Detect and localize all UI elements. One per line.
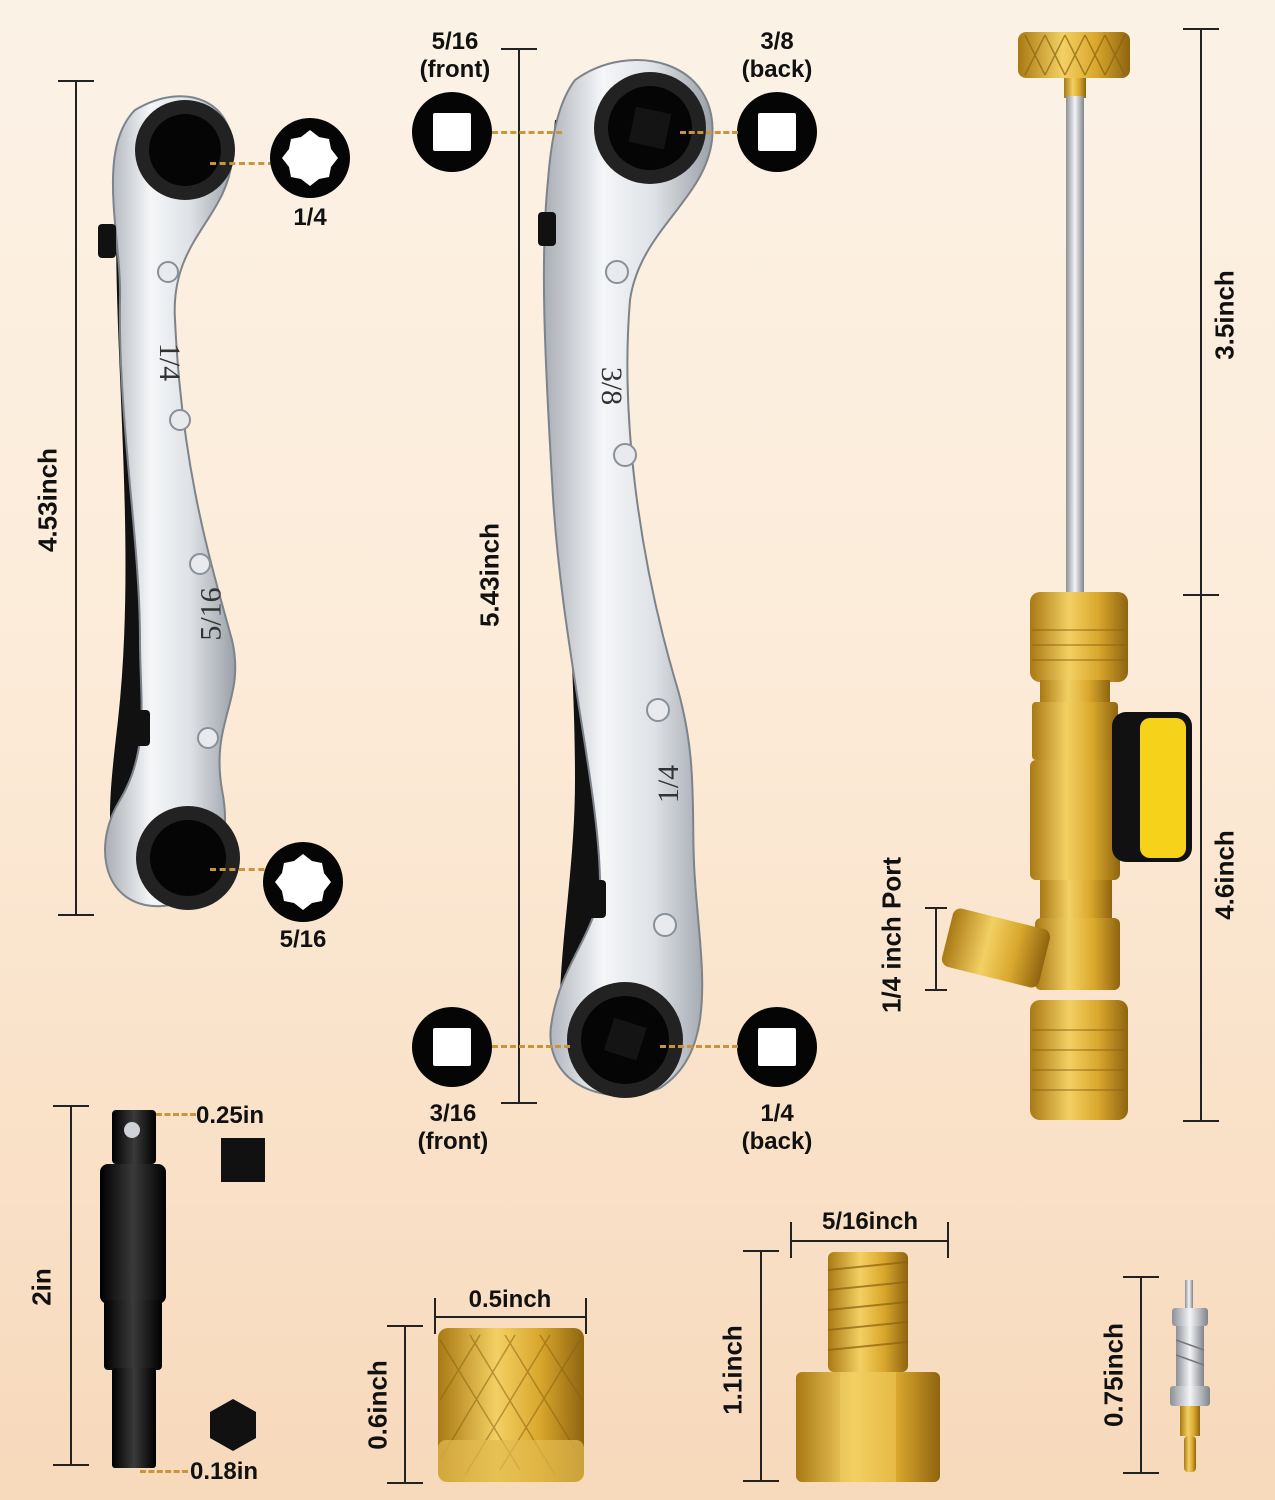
fitting-width-line xyxy=(790,1240,948,1242)
wrench-2-bottom-left-socket-icon xyxy=(412,1007,492,1087)
wrench-2-top-left-socket-icon xyxy=(412,92,492,172)
hex-drive-icon xyxy=(210,1399,256,1451)
wrench-2-top-left-label: 5/16(front) xyxy=(419,28,491,83)
nut-height-line xyxy=(404,1325,406,1483)
fitting-width-cap-left xyxy=(790,1222,792,1258)
rod-length-cap-top xyxy=(1183,28,1219,30)
adapter-length-line xyxy=(70,1105,72,1465)
nut-width-cap-left xyxy=(434,1298,436,1334)
rod-length-line xyxy=(1200,28,1202,594)
wrench-2-bottom-left-leader xyxy=(492,1045,570,1048)
wrench-2-top-right-label: 3/8(back) xyxy=(741,28,813,83)
square-drive-icon xyxy=(221,1138,265,1182)
wrench-2-length-cap-top xyxy=(501,48,537,50)
adapter-square-leader xyxy=(156,1113,196,1116)
fitting-width-cap-right xyxy=(947,1222,949,1258)
adapter-hex-label: 0.18in xyxy=(190,1458,259,1485)
wrench-1-length-cap-top xyxy=(58,80,94,82)
nut-height-cap-top xyxy=(387,1325,423,1327)
wrench-1-bottom-size: 5/16 xyxy=(279,926,327,953)
adapter-length-cap-top xyxy=(53,1105,89,1107)
wrench-1-top-size: 1/4 xyxy=(293,204,327,231)
wrench-1-bottom-leader xyxy=(210,868,274,871)
nut-width-line xyxy=(434,1316,586,1318)
body-length-cap-bottom xyxy=(1183,1120,1219,1122)
wrench-2-length-cap-bottom xyxy=(501,1102,537,1104)
wrench-2-top-right-leader xyxy=(680,131,738,134)
fitting-height-cap-bottom xyxy=(743,1480,779,1482)
wrench-1-top-leader xyxy=(210,162,274,165)
fitting-height-cap-top xyxy=(743,1250,779,1252)
core-height-cap-top xyxy=(1123,1276,1159,1278)
nut-width-label: 0.5inch xyxy=(468,1286,552,1313)
core-height-cap-bottom xyxy=(1123,1472,1159,1474)
body-length-line xyxy=(1200,594,1202,1120)
adapter-square-label: 0.25in xyxy=(196,1102,265,1129)
wrench-2-bottom-left-label: 3/16(front) xyxy=(417,1100,489,1155)
adapter-length-cap-bottom xyxy=(53,1464,89,1466)
nut-height-cap-bottom xyxy=(387,1482,423,1484)
wrench-1-top-socket-icon xyxy=(270,118,350,198)
wrench-2-bottom-right-socket-icon xyxy=(737,1007,817,1087)
nut-width-cap-right xyxy=(585,1298,587,1334)
wrench-2-top-left-leader xyxy=(492,131,562,134)
wrench-2-bottom-right-label: 1/4(back) xyxy=(741,1100,813,1155)
wrench-1-length-line xyxy=(75,80,77,915)
port-cap-top xyxy=(925,907,947,909)
core-height-line xyxy=(1140,1276,1142,1472)
fitting-height-line xyxy=(760,1250,762,1480)
wrench-1-length-cap-bottom xyxy=(58,914,94,916)
port-line xyxy=(935,908,937,990)
adapter-hex-leader xyxy=(140,1470,188,1473)
wrench-2-top-right-socket-icon xyxy=(737,92,817,172)
wrench-2-length-line xyxy=(518,48,520,1102)
port-cap-bottom xyxy=(925,989,947,991)
wrench-2-bottom-right-leader xyxy=(660,1045,738,1048)
fitting-width-label: 5/16inch xyxy=(821,1208,919,1235)
wrench-1-bottom-socket-icon xyxy=(263,842,343,922)
